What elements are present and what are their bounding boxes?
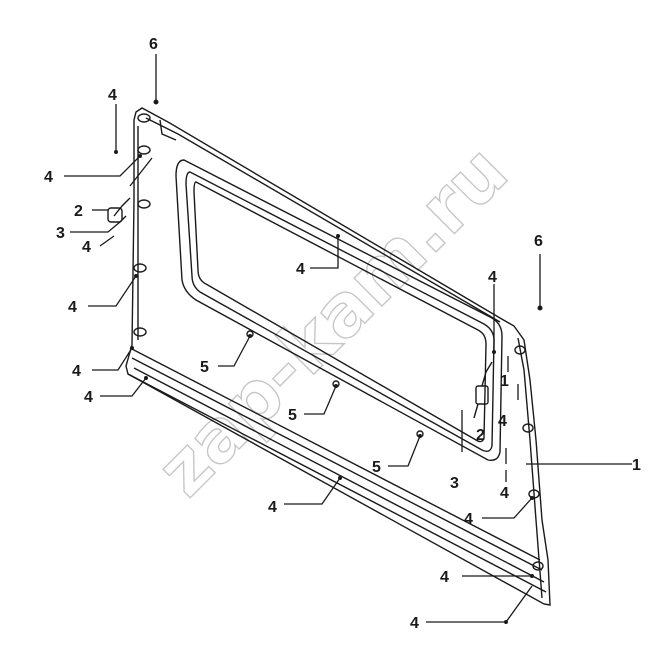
- window-frame: [175, 159, 503, 462]
- callout-label: 4: [464, 511, 473, 528]
- callout-label: 3: [450, 475, 459, 492]
- callout-label: 4: [488, 269, 497, 286]
- callout-label: 2: [476, 427, 485, 444]
- callout-label: 3: [56, 225, 65, 242]
- callout-label: 6: [149, 36, 158, 53]
- callout-label: 1: [500, 373, 509, 390]
- callout-label: 4: [68, 299, 77, 316]
- callout-label: 5: [372, 459, 381, 476]
- callout-label: 4: [268, 499, 277, 516]
- callout-label: 4: [296, 261, 305, 278]
- callout-label: 4: [440, 569, 449, 586]
- callout-label: 4: [410, 615, 419, 632]
- fastener-holes: [133, 113, 544, 571]
- callout-labels: 6 4 4 2 3 4 4 4 4 4 5 5 5 4 6 4 1 4 2 3 …: [44, 36, 641, 632]
- callout-label: 4: [500, 485, 509, 502]
- callout-label: 4: [44, 169, 53, 186]
- callout-label: 4: [82, 239, 91, 256]
- leader-lines: [64, 54, 632, 623]
- callout-label: 6: [534, 233, 543, 250]
- latch-right: [473, 361, 493, 419]
- callout-label: 1: [632, 457, 641, 474]
- callout-label: 5: [200, 359, 209, 376]
- latch-left: [107, 197, 131, 223]
- watermark: zap-kam.ru: [141, 129, 524, 512]
- leader-dots: [114, 99, 543, 624]
- callout-label: 4: [108, 87, 117, 104]
- callout-label: 2: [74, 203, 83, 220]
- callout-label: 4: [72, 363, 81, 380]
- callout-label: 4: [84, 389, 93, 406]
- callout-label: 4: [498, 413, 507, 430]
- callout-label: 5: [288, 407, 297, 424]
